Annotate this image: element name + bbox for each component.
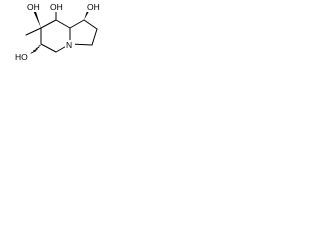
molecule-diagram: OH OH OH N HO <box>14 2 100 62</box>
label-oh-c8: OH <box>50 2 63 12</box>
label-oh-c1: OH <box>87 2 100 12</box>
wedge-bond-c1-oh <box>84 9 90 20</box>
label-ho-c6: HO <box>15 52 28 62</box>
label-oh-c7: OH <box>27 2 40 12</box>
label-nitrogen: N <box>66 40 72 50</box>
atom-labels: OH OH OH N HO <box>14 2 100 62</box>
substituent-bonds <box>25 9 90 54</box>
bond-c5-c6 <box>40 43 57 53</box>
bond-c7-methyl <box>25 27 42 36</box>
bond-c8-c8a <box>55 19 71 29</box>
bond-c7-c8 <box>40 19 57 29</box>
bond-c8a-c1 <box>69 19 85 29</box>
bond-c1-c2 <box>83 19 98 30</box>
wedge-bond-c7-oh <box>33 10 41 28</box>
hashed-bond-c6-oh <box>30 45 41 54</box>
bond-c2-c3 <box>91 28 98 46</box>
